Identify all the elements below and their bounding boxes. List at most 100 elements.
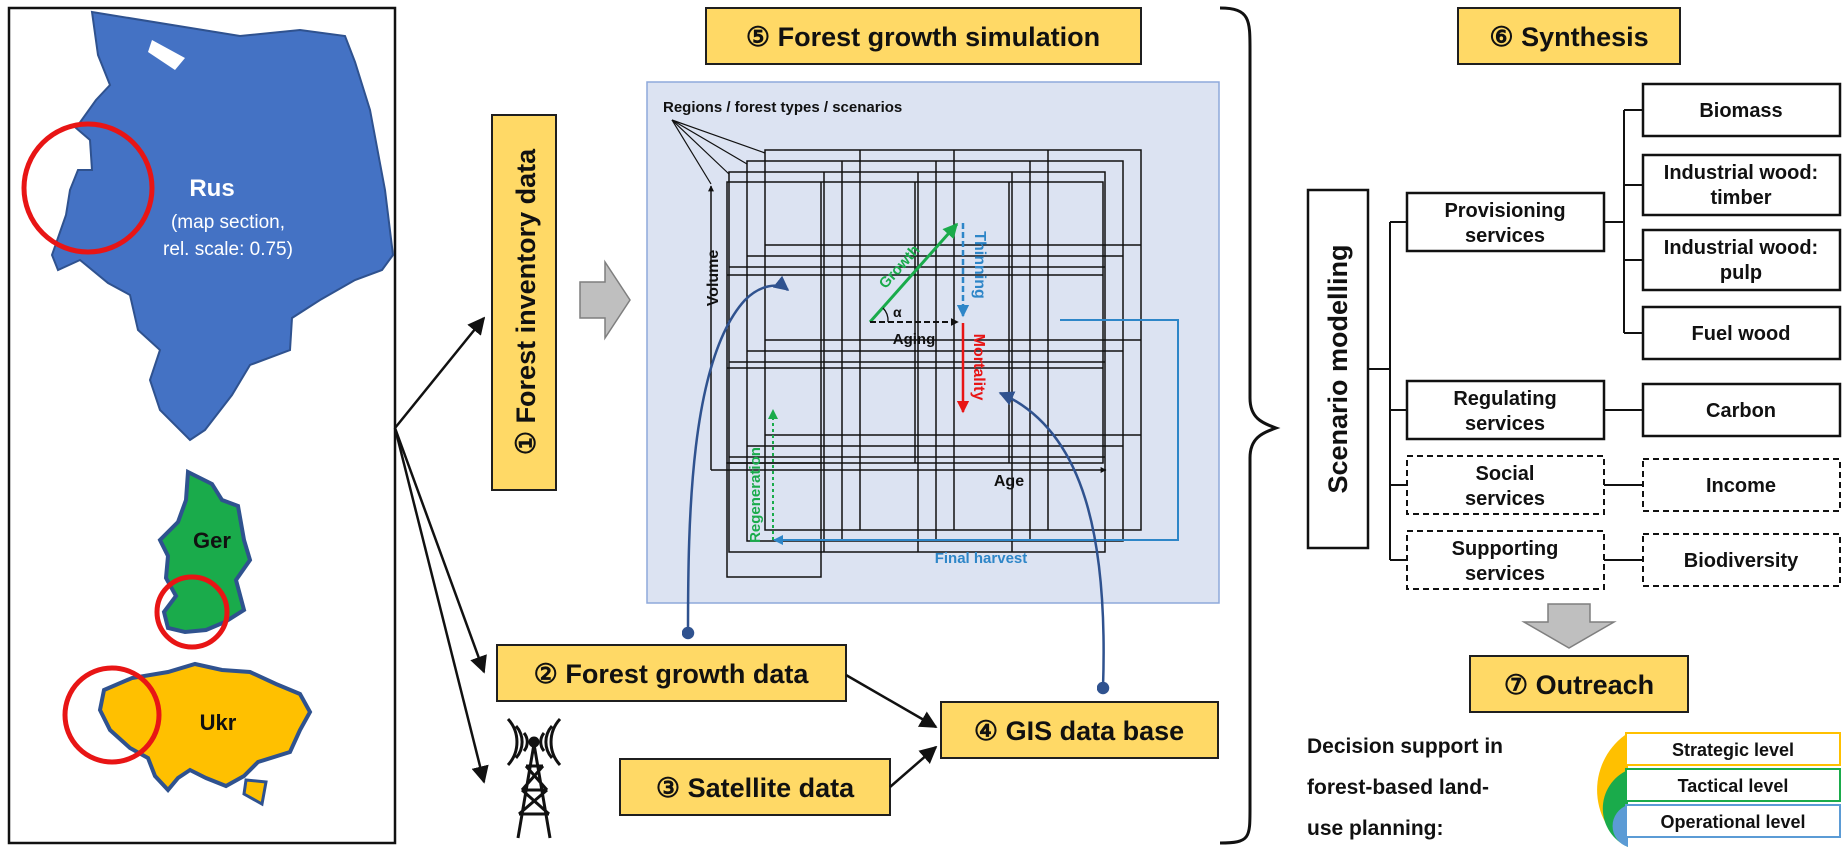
rus-label: Rus [189, 175, 234, 202]
layer-pointer-1 [671, 119, 766, 154]
service-social-box [1406, 455, 1605, 515]
step2-forest-growth-data: ② Forest growth data [496, 644, 847, 702]
alpha-arc [882, 307, 889, 323]
step6-label: ⑥ Synthesis [1489, 22, 1648, 52]
output-biodiversity: Biodiversity [1642, 533, 1841, 587]
simulation-panel: Regions / forest types / scenarios [646, 81, 1220, 604]
tactical-level-box [1625, 768, 1841, 802]
output-timber-line1: Industrial wood: [1664, 162, 1818, 184]
step3-satellite-data: ③ Satellite data [619, 758, 891, 816]
alpha-label: α [893, 304, 902, 320]
step6-box [1457, 7, 1681, 65]
final-harvest-label: Final harvest [935, 550, 1028, 567]
step4-box [940, 701, 1219, 759]
operational-level-shape [1612, 805, 1628, 847]
step2-label: ② Forest growth data [534, 659, 810, 689]
output-biomass-label: Biomass [1699, 100, 1782, 122]
step7-box [1469, 655, 1689, 713]
output-carbon-label: Carbon [1706, 400, 1776, 422]
ger-map-shape [157, 468, 253, 635]
service-social: Social services [1406, 455, 1605, 515]
strategic-level-label: Strategic level [1672, 740, 1794, 760]
scenario-modelling: Scenario modelling [1306, 188, 1370, 550]
service-social-line1: Social [1476, 463, 1535, 485]
service-social-line2: services [1465, 488, 1545, 510]
layer-pointer-3 [671, 119, 730, 175]
service-regulating-line1: Regulating [1453, 388, 1556, 410]
ger-highlight-circle [154, 574, 230, 650]
step7-outreach: ⑦ Outreach [1469, 655, 1689, 713]
output-fuel-wood-label: Fuel wood [1692, 323, 1791, 345]
step4-label: ④ GIS data base [974, 716, 1184, 746]
step6-title: ⑥ Synthesis [1457, 7, 1681, 65]
step4-gis-data-base: ④ GIS data base [940, 701, 1219, 759]
operational-level-box [1625, 804, 1841, 838]
antenna-icon [506, 717, 562, 839]
decision-support-text: Decision support in forest-based land- u… [1307, 735, 1503, 840]
arrow-to-growth-data [393, 427, 487, 674]
rus-highlight-circle [21, 121, 155, 255]
layers-label: Regions / forest types / scenarios [663, 99, 902, 116]
service-provisioning: Provisioning services [1405, 191, 1606, 253]
tactical-level-label: Tactical level [1678, 776, 1789, 796]
map-panel: Rus (map section, rel. scale: 0.75) Ger … [7, 6, 397, 845]
step5-title: ⑤ Forest growth simulation [705, 7, 1142, 65]
thinning-label: Thinning [971, 231, 988, 299]
service-provisioning-box [1405, 191, 1606, 253]
regeneration-label: Regeneration [747, 447, 764, 543]
step5-label: ⑤ Forest growth simulation [746, 22, 1100, 52]
step1-label: ① Forest inventory data [511, 148, 541, 455]
step3-box [619, 758, 891, 816]
final-harvest-arrow [773, 319, 1179, 545]
growth-to-gis-arrow [845, 673, 938, 729]
curly-bracket [1219, 6, 1281, 845]
output-biomass: Biomass [1641, 82, 1842, 138]
arrow-to-satellite [393, 427, 489, 784]
output-pulp-line1: Industrial wood: [1664, 237, 1818, 259]
step5-box [705, 7, 1142, 65]
step1-forest-inventory: ① Forest inventory data [491, 114, 557, 491]
rus-note-line1: (map section, [171, 212, 285, 233]
step3-label: ③ Satellite data [656, 773, 855, 803]
layer-pointer-4 [671, 119, 712, 185]
step1-box [491, 114, 557, 491]
aging-label: Aging [893, 331, 936, 348]
grid-layer-4 [764, 149, 1142, 531]
decision-line3: use planning: [1307, 817, 1444, 840]
operational-level-label: Operational level [1660, 812, 1805, 832]
service-provisioning-line1: Provisioning [1444, 200, 1565, 222]
synthesis-to-outreach-arrow [1521, 603, 1617, 649]
output-income: Income [1642, 458, 1841, 512]
strategic-level-box [1625, 732, 1841, 766]
service-supporting-line2: services [1465, 563, 1545, 585]
service-supporting-box [1406, 530, 1605, 590]
age-label: Age [994, 473, 1024, 490]
volume-label: Volume [705, 250, 722, 307]
rus-note-line2: rel. scale: 0.75) [163, 239, 293, 260]
output-pulp: Industrial wood: pulp [1641, 228, 1842, 292]
layer-pointer-2 [671, 119, 748, 165]
satellite-to-gis-arrow [889, 745, 938, 788]
output-timber: Industrial wood: timber [1641, 153, 1842, 217]
step7-label: ⑦ Outreach [1504, 670, 1654, 700]
output-income-label: Income [1706, 475, 1776, 497]
ukr-crimea-shape [242, 778, 268, 807]
decision-levels-graphic: Strategic level Tactical level Operation… [1597, 732, 1841, 847]
gis-connector [998, 391, 1110, 695]
rus-map-shape [50, 10, 395, 442]
arrow-to-inventory [394, 316, 486, 429]
synthesis-tree-lines [1368, 109, 1643, 561]
fan-arrows [393, 316, 489, 784]
step2-box [496, 644, 847, 702]
output-timber-line2: timber [1710, 187, 1771, 209]
output-pulp-line2: pulp [1720, 262, 1762, 284]
rus-map-inlet [148, 40, 185, 70]
output-carbon: Carbon [1641, 382, 1842, 438]
service-regulating: Regulating services [1405, 379, 1606, 441]
growth-arrow [868, 222, 959, 323]
scenario-modelling-label: Scenario modelling [1323, 244, 1353, 493]
ger-label: Ger [193, 528, 231, 553]
service-regulating-line2: services [1465, 413, 1545, 435]
